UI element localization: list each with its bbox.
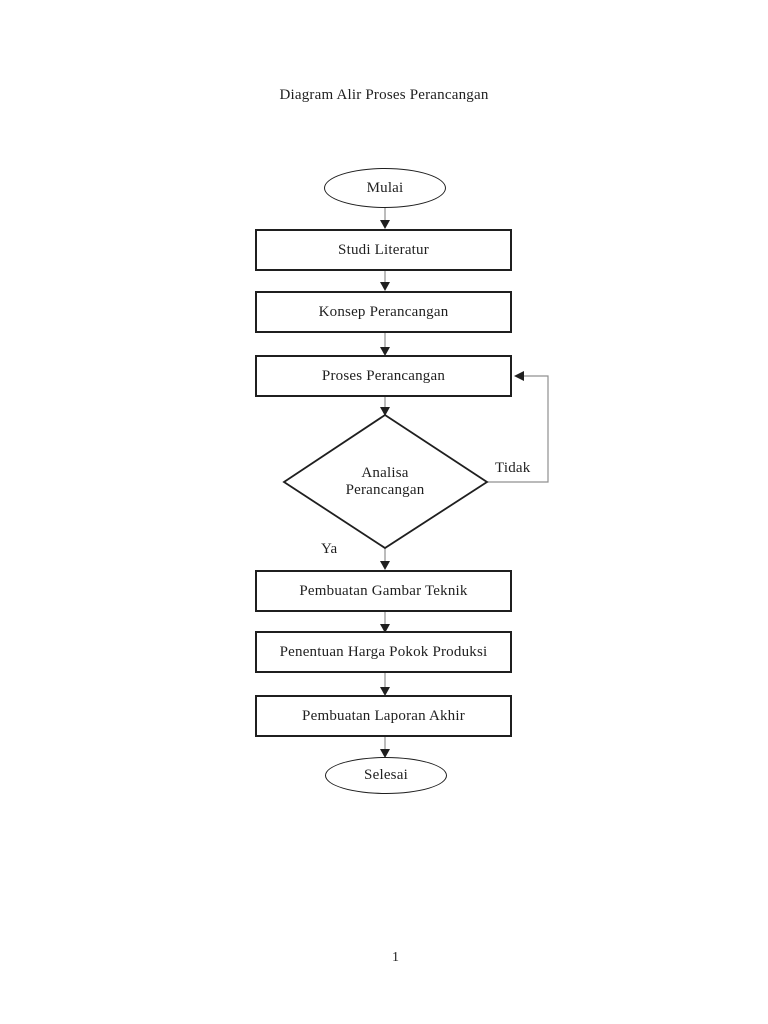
arrowhead-feedback-to-proses xyxy=(514,371,524,381)
node-pembuatan-gambar-teknik: Pembuatan Gambar Teknik xyxy=(255,570,512,612)
node-end: Selesai xyxy=(325,757,447,794)
arrowhead-to-studi xyxy=(380,220,390,229)
node-konsep-perancangan: Konsep Perancangan xyxy=(255,291,512,333)
node-penentuan-harga-pokok-produksi: Penentuan Harga Pokok Produksi xyxy=(255,631,512,673)
node-studi-literatur-label: Studi Literatur xyxy=(338,241,429,258)
node-proses-perancangan-label: Proses Perancangan xyxy=(321,367,446,384)
node-start-label: Mulai xyxy=(366,179,404,196)
node-studi-literatur: Studi Literatur xyxy=(255,229,512,271)
branch-label-tidak: Tidak xyxy=(495,460,531,476)
node-proses-perancangan: Proses Perancangan xyxy=(255,355,512,397)
feedback-loop-tidak-shaft xyxy=(487,375,549,483)
node-analisa-perancangan-label: Analisa Perancangan xyxy=(345,465,425,498)
arrowhead-to-analisa xyxy=(380,407,390,416)
arrowhead-to-konsep xyxy=(380,282,390,291)
page-number: 1 xyxy=(392,950,399,965)
connector-arrowheads xyxy=(380,220,524,758)
node-pembuatan-laporan-akhir: Pembuatan Laporan Akhir xyxy=(255,695,512,737)
node-penentuan-harga-pokok-produksi-label: Penentuan Harga Pokok Produksi xyxy=(279,643,488,660)
node-end-label: Selesai xyxy=(364,767,408,783)
arrowhead-to-end xyxy=(380,749,390,758)
arrowhead-to-gambar xyxy=(380,561,390,570)
arrowhead-to-harga xyxy=(380,624,390,633)
decision-diamond-shape xyxy=(282,413,489,550)
branch-label-ya: Ya xyxy=(321,541,338,557)
arrowhead-to-laporan xyxy=(380,687,390,696)
node-konsep-perancangan-label: Konsep Perancangan xyxy=(318,303,449,320)
connector-shafts xyxy=(384,207,549,750)
arrowhead-to-proses xyxy=(380,347,390,356)
page-title: Diagram Alir Proses Perancangan xyxy=(279,87,489,103)
node-pembuatan-laporan-akhir-label: Pembuatan Laporan Akhir xyxy=(302,707,465,724)
node-start: Mulai xyxy=(324,168,446,208)
node-pembuatan-gambar-teknik-label: Pembuatan Gambar Teknik xyxy=(299,582,468,599)
